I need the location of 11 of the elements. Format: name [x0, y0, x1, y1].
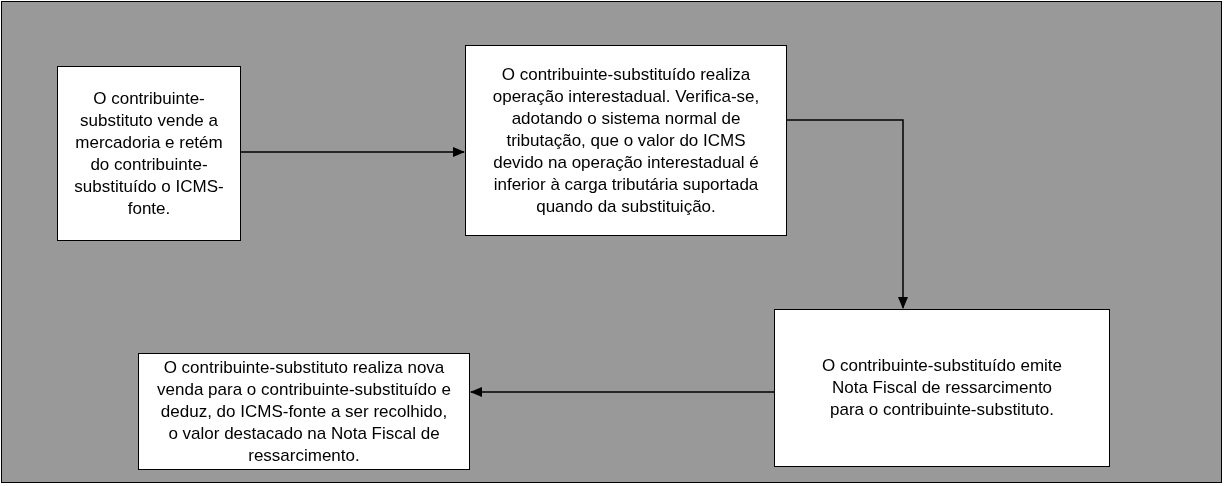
arrow [470, 387, 775, 397]
process-box [774, 309, 1110, 467]
process-box [57, 66, 241, 241]
box-text: O contribuinte-substituído realiza operação interestadual. Verifica-se, adotando o sistema normal de tributação, que o valor do ICMS devido na operação interestadual é inferior à carga tributária suportada quando da substituição. [491, 63, 761, 218]
arrow [240, 147, 465, 157]
process-box [138, 353, 470, 470]
process-box [465, 45, 787, 236]
arrow [786, 119, 908, 309]
box-text: O contribuinte-substituto vende a mercadoria e retém do contribuinte-substituído o ICMS-fonte. [73, 87, 225, 220]
box-text: O contribuinte-substituto realiza nova venda para o contribuinte-substituído e deduz, do ICMS-fonte a ser recolhido, o valor destacado na Nota Fiscal de ressarcimento. [156, 356, 452, 467]
box-text: O contribuinte-substituído emite Nota Fiscal de ressarcimento para o contribuinte-substituto. [821, 355, 1063, 421]
